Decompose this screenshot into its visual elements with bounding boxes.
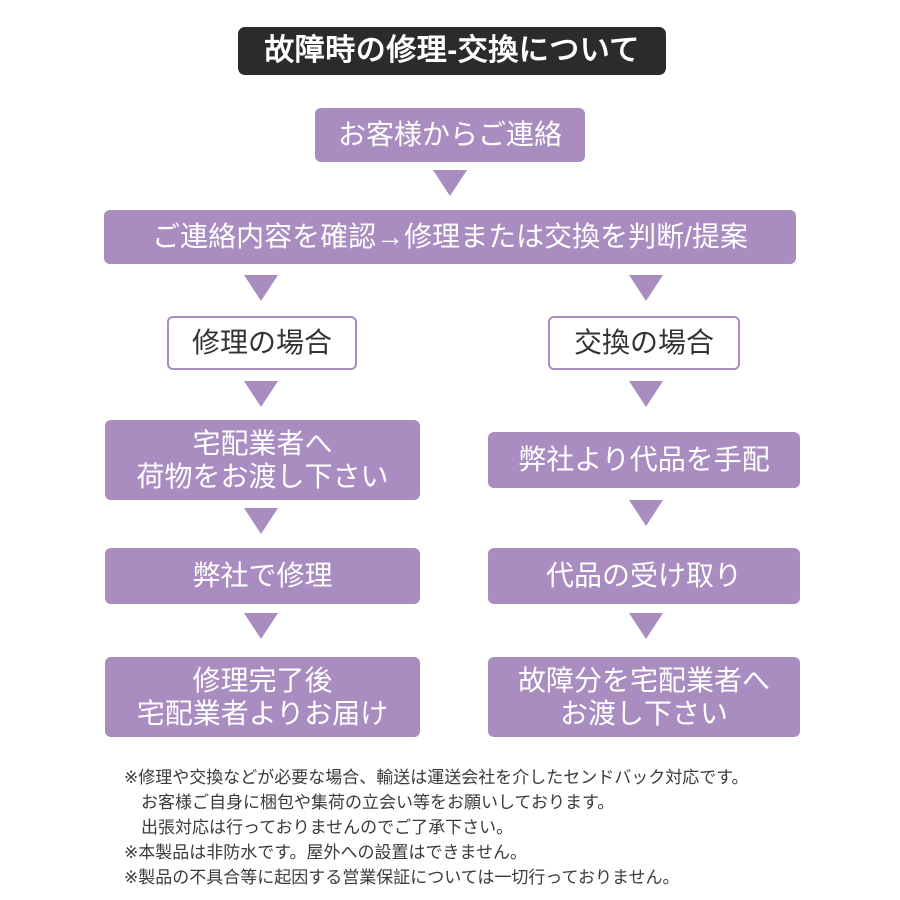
flow-node-exchange-step-3-label: 故障分を宅配業者へ お渡し下さい bbox=[517, 664, 770, 729]
footnote-line: ※本製品は非防水です。屋外への設置はできません。 bbox=[124, 843, 528, 862]
flow-decision-repair: 修理の場合 bbox=[167, 316, 357, 370]
page-title-bar: 故障時の修理-交換について bbox=[238, 27, 666, 75]
flow-node-repair-step-2: 弊社で修理 bbox=[105, 548, 420, 604]
flow-decision-repair-label: 修理の場合 bbox=[191, 326, 332, 358]
flow-decision-exchange-label: 交換の場合 bbox=[573, 326, 714, 358]
flow-node-repair-step-1: 宅配業者へ 荷物をお渡し下さい bbox=[105, 420, 420, 500]
footnote-line: お客様ご自身に梱包や集荷の立会い等をお願いしております。 bbox=[141, 793, 615, 812]
flow-node-triage: ご連絡内容を確認→修理または交換を判断/提案 bbox=[104, 210, 796, 264]
arrow-down-icon-repair-1 bbox=[244, 381, 278, 407]
flow-node-triage-label: ご連絡内容を確認→修理または交換を判断/提案 bbox=[152, 221, 748, 253]
flow-node-repair-step-3-label: 修理完了後 宅配業者よりお届け bbox=[136, 664, 389, 729]
flow-node-exchange-step-1: 弊社より代品を手配 bbox=[488, 432, 800, 488]
flow-node-repair-step-3: 修理完了後 宅配業者よりお届け bbox=[105, 657, 420, 737]
page-title: 故障時の修理-交換について bbox=[264, 34, 640, 67]
arrow-down-icon-repair-2 bbox=[244, 508, 278, 534]
flow-node-start-label: お客様からご連絡 bbox=[337, 119, 562, 151]
flow-node-exchange-step-3: 故障分を宅配業者へ お渡し下さい bbox=[488, 657, 800, 737]
footnote-line: ※修理や交換などが必要な場合、輸送は運送会社を介したセンドバック対応です。 bbox=[124, 768, 749, 787]
flow-node-repair-step-2-label: 弊社で修理 bbox=[192, 560, 333, 592]
arrow-down-icon-exchange-2 bbox=[629, 500, 663, 526]
arrow-down-icon-triage-to-exchange bbox=[629, 275, 663, 301]
arrow-down-icon-start-to-triage bbox=[433, 170, 467, 196]
flow-node-exchange-step-1-label: 弊社より代品を手配 bbox=[518, 444, 770, 476]
footnotes: ※修理や交換などが必要な場合、輸送は運送会社を介したセンドバック対応です。 お客… bbox=[124, 765, 824, 890]
arrow-down-icon-repair-3 bbox=[244, 613, 278, 639]
footnote-line: 出張対応は行っておりませんのでご了承下さい。 bbox=[141, 818, 514, 837]
flow-node-repair-step-1-label: 宅配業者へ 荷物をお渡し下さい bbox=[136, 427, 389, 492]
arrow-down-icon-triage-to-repair bbox=[244, 275, 278, 301]
flow-node-start: お客様からご連絡 bbox=[315, 108, 585, 162]
arrow-down-icon-exchange-1 bbox=[629, 381, 663, 407]
footnote-line: ※製品の不具合等に起因する営業保証については一切行っておりません。 bbox=[124, 868, 680, 887]
arrow-down-icon-exchange-3 bbox=[629, 613, 663, 639]
flow-decision-exchange: 交換の場合 bbox=[548, 316, 740, 370]
flow-node-exchange-step-2-label: 代品の受け取り bbox=[545, 560, 742, 592]
flow-node-exchange-step-2: 代品の受け取り bbox=[488, 548, 800, 604]
